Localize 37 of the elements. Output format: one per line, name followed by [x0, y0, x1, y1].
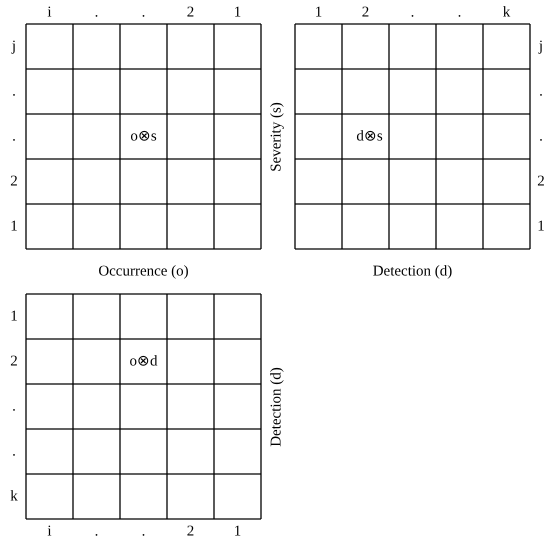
axis-tick-label: i — [47, 524, 52, 540]
axis-tick-label: . — [12, 84, 16, 99]
axis-tick-label: 2 — [362, 6, 370, 20]
axis-tick-label: . — [94, 524, 98, 540]
axis-tick-label: 1 — [234, 6, 242, 20]
axis-tick-label: . — [410, 6, 414, 20]
axis-tick-label: 1 — [10, 309, 18, 324]
axis-tick-label: . — [142, 524, 146, 540]
axis-tick-label: . — [12, 399, 16, 414]
axis-tick-label: j — [538, 39, 544, 54]
axis-tick-label: . — [94, 6, 98, 20]
axis-title: Occurrence (o) — [98, 264, 189, 280]
axis-title: Detection (d) — [372, 264, 452, 280]
axis-tick-label: . — [12, 444, 16, 459]
axis-tick-label: 1 — [234, 524, 242, 540]
axis-tick-label: 2 — [10, 174, 18, 189]
axis-tick-label: 2 — [186, 6, 194, 20]
axis-tick-label: . — [12, 129, 16, 144]
axis-tick-label: 1 — [10, 219, 18, 234]
cell-label: d⊗s — [356, 129, 383, 144]
axis-tick-label: k — [10, 489, 18, 504]
cell-label: o⊗d — [130, 354, 158, 369]
axis-tick-label: 2 — [186, 524, 194, 540]
axis-tick-label: . — [539, 84, 543, 99]
cell-label: o⊗s — [130, 129, 157, 144]
axis-title: Severity (s) — [270, 102, 284, 172]
axis-tick-label: k — [502, 6, 510, 20]
axis-tick-label: 1 — [314, 6, 322, 20]
axis-tick-label: 1 — [537, 219, 545, 234]
axis-tick-label: 2 — [537, 174, 545, 189]
axis-tick-label: i — [47, 6, 52, 20]
axis-tick-label: . — [458, 6, 462, 20]
axis-tick-label: . — [142, 6, 146, 20]
axis-tick-label: 2 — [10, 354, 18, 369]
axis-tick-label: . — [539, 129, 543, 144]
axis-title: Detection (d) — [270, 366, 284, 446]
axis-tick-label: j — [12, 39, 16, 54]
